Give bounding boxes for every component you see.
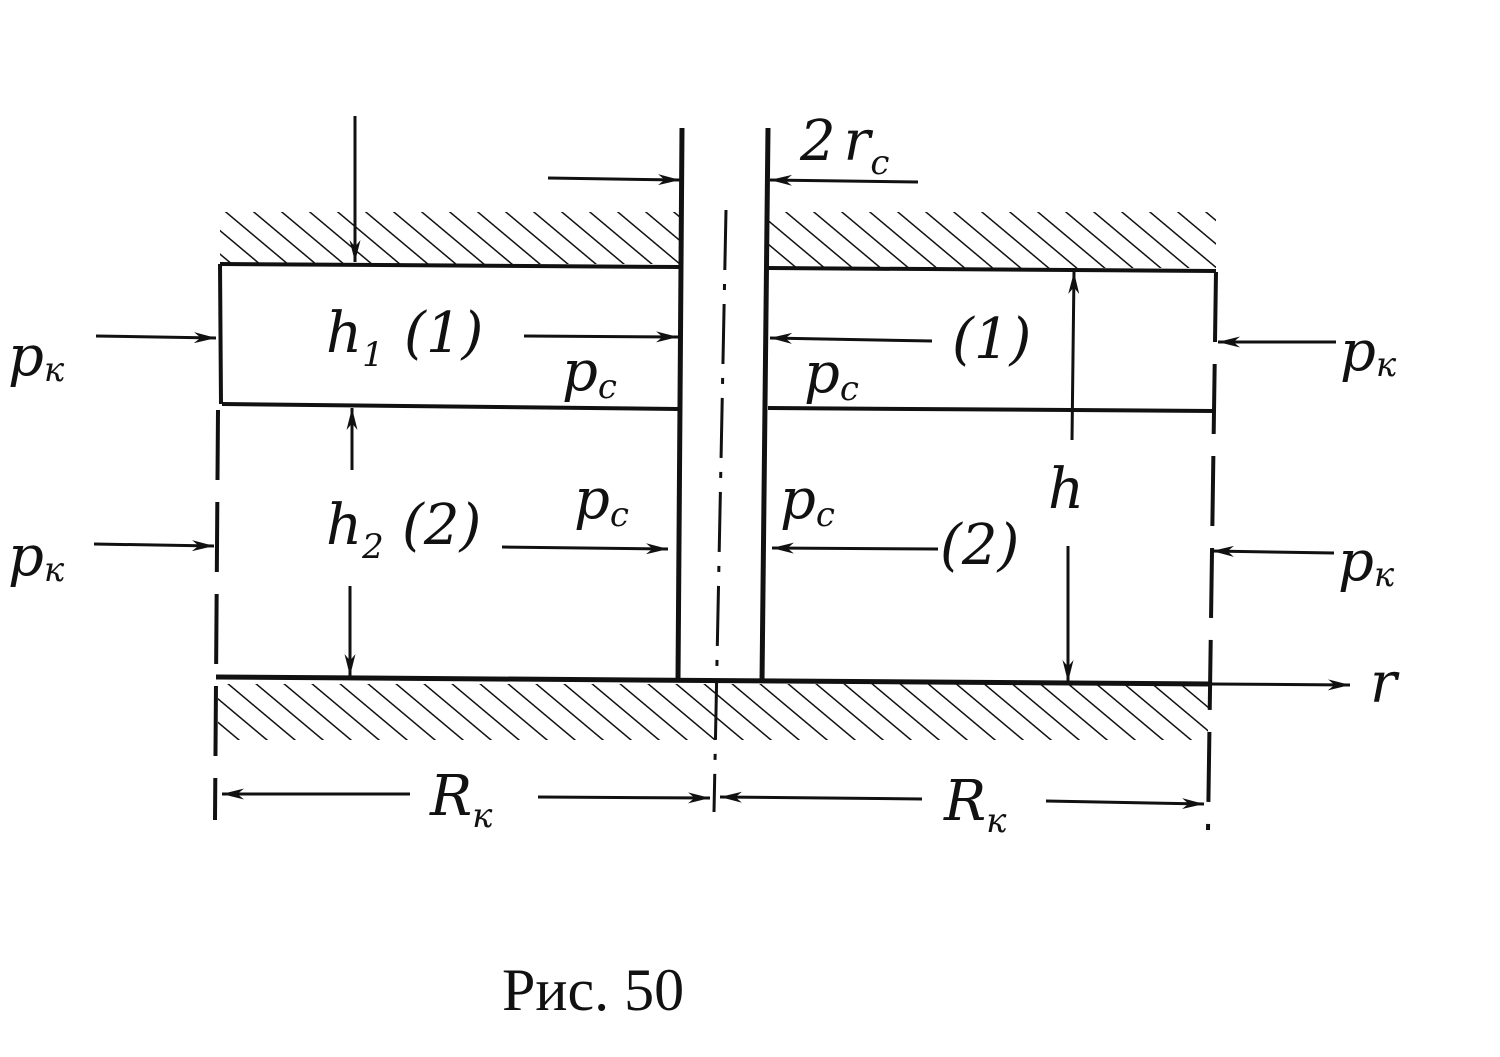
rc-arrow-right bbox=[769, 174, 919, 186]
h-top-arrow bbox=[1068, 271, 1080, 441]
pc-label-upper-right: pc bbox=[804, 341, 859, 409]
layer2-label-right: (2) bbox=[940, 513, 1019, 578]
figure-caption: Рис. 50 bbox=[502, 957, 684, 1023]
pk-left-arrow-1 bbox=[95, 332, 217, 344]
h-label: h bbox=[1048, 457, 1084, 522]
pc-label-upper-left: pc bbox=[562, 339, 617, 407]
floor-line bbox=[215, 674, 1211, 687]
pk-left-arrow-2 bbox=[93, 540, 215, 552]
rk-right-arrow-b bbox=[1045, 798, 1205, 810]
bottom-hatch bbox=[218, 684, 1208, 740]
pc-label-lower-left: pc bbox=[574, 467, 629, 535]
flow-arrow-left-1 bbox=[523, 331, 679, 343]
rk-label-left: Rк bbox=[429, 764, 493, 836]
pk-label-left-2: pк bbox=[8, 524, 65, 590]
r-axis-label: r bbox=[1370, 651, 1400, 716]
well-left-wall bbox=[675, 127, 685, 681]
pk-label-right-1: pк bbox=[1340, 319, 1397, 385]
interface-left-line bbox=[221, 402, 679, 411]
top-left-hatch bbox=[220, 212, 680, 264]
left-contour-upper bbox=[218, 263, 223, 405]
top-right-hatch bbox=[768, 212, 1216, 268]
roof-left-line bbox=[219, 262, 681, 269]
left-contour-dashed bbox=[213, 409, 220, 821]
r-axis-line bbox=[1209, 679, 1351, 691]
well-right-wall bbox=[759, 127, 771, 683]
pk-label-right-2: pк bbox=[1338, 529, 1395, 595]
flow-arrow-right-1 bbox=[769, 332, 933, 344]
pk-right-arrow-2 bbox=[1211, 545, 1335, 557]
layer2-label-left: (2) bbox=[402, 493, 481, 558]
h2-label: h2 bbox=[326, 493, 384, 567]
well-axis bbox=[712, 209, 728, 813]
pk-label-left-1: pк bbox=[8, 324, 65, 390]
layer1-label-right: (1) bbox=[952, 307, 1031, 372]
rc-arrow-left bbox=[547, 174, 681, 186]
rk-label-right: Rк bbox=[943, 769, 1007, 841]
flow-arrow-right-2 bbox=[771, 542, 939, 554]
roof-right-line bbox=[767, 266, 1217, 273]
rk-right-arrow-a bbox=[719, 791, 923, 803]
layer1-label-left: (1) bbox=[404, 301, 483, 366]
rk-left-arrow-b bbox=[537, 792, 711, 804]
pc-label-lower-right: pc bbox=[780, 467, 835, 535]
flow-arrow-left-2 bbox=[501, 543, 669, 555]
h1-label: h1 bbox=[326, 301, 384, 375]
interface-right-line bbox=[767, 406, 1215, 413]
